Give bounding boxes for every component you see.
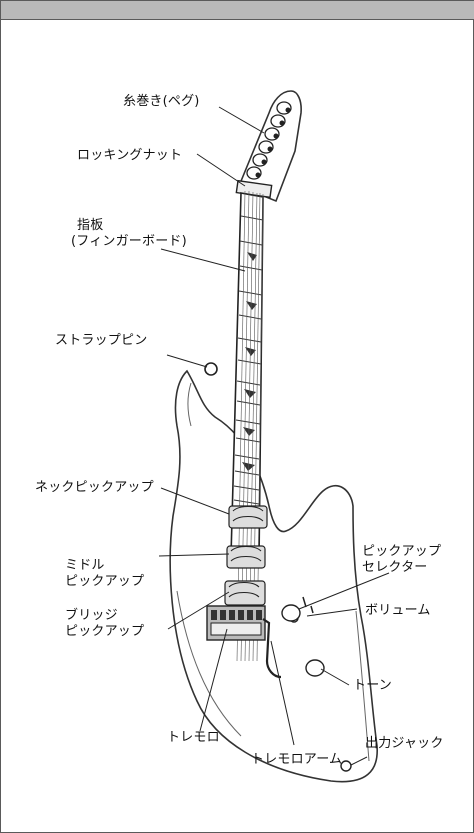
label-locking-nut: ロッキングナット bbox=[77, 148, 183, 163]
tremolo-arm-shape bbox=[262, 618, 282, 679]
label-output-jack: 出力ジャック bbox=[365, 736, 444, 751]
label-fingerboard-line1: 指板 bbox=[77, 218, 104, 233]
label-pickup-selector-line2: セレクター bbox=[362, 560, 428, 575]
strap-pin bbox=[204, 362, 218, 376]
body-bevel bbox=[176, 382, 370, 762]
label-middle-pickup-line2: ピックアップ bbox=[65, 574, 145, 589]
bridge-pickup bbox=[224, 580, 266, 606]
neck-pickup bbox=[228, 505, 268, 529]
volume-knob bbox=[281, 604, 301, 622]
middle-pickup bbox=[226, 545, 266, 569]
label-middle-pickup-line1: ミドル bbox=[65, 558, 105, 573]
label-bridge-pickup-line1: ブリッジ bbox=[65, 608, 118, 623]
label-tremolo: トレモロ bbox=[167, 730, 220, 745]
selector-switch-marks bbox=[302, 596, 314, 614]
label-fingerboard-line2: (フィンガーボード) bbox=[71, 234, 187, 249]
output-jack-socket bbox=[340, 760, 352, 772]
guitar-body bbox=[169, 369, 378, 783]
label-pegs: 糸巻き(ペグ) bbox=[123, 94, 200, 109]
tone-knob bbox=[305, 659, 325, 677]
label-tone: トーン bbox=[353, 678, 392, 693]
label-volume: ボリューム bbox=[365, 603, 431, 618]
title-bar bbox=[1, 1, 474, 20]
label-pickup-selector-line1: ピックアップ bbox=[362, 544, 442, 559]
guitar-diagram bbox=[158, 90, 390, 783]
label-neck-pickup: ネックピックアップ bbox=[35, 480, 154, 495]
label-bridge-pickup-line2: ピックアップ bbox=[65, 624, 145, 639]
label-tremolo-arm: トレモロアーム bbox=[251, 752, 343, 767]
tremolo-bridge bbox=[206, 605, 266, 641]
leader-lines bbox=[158, 106, 390, 766]
label-strap-pin: ストラップピン bbox=[55, 333, 148, 348]
